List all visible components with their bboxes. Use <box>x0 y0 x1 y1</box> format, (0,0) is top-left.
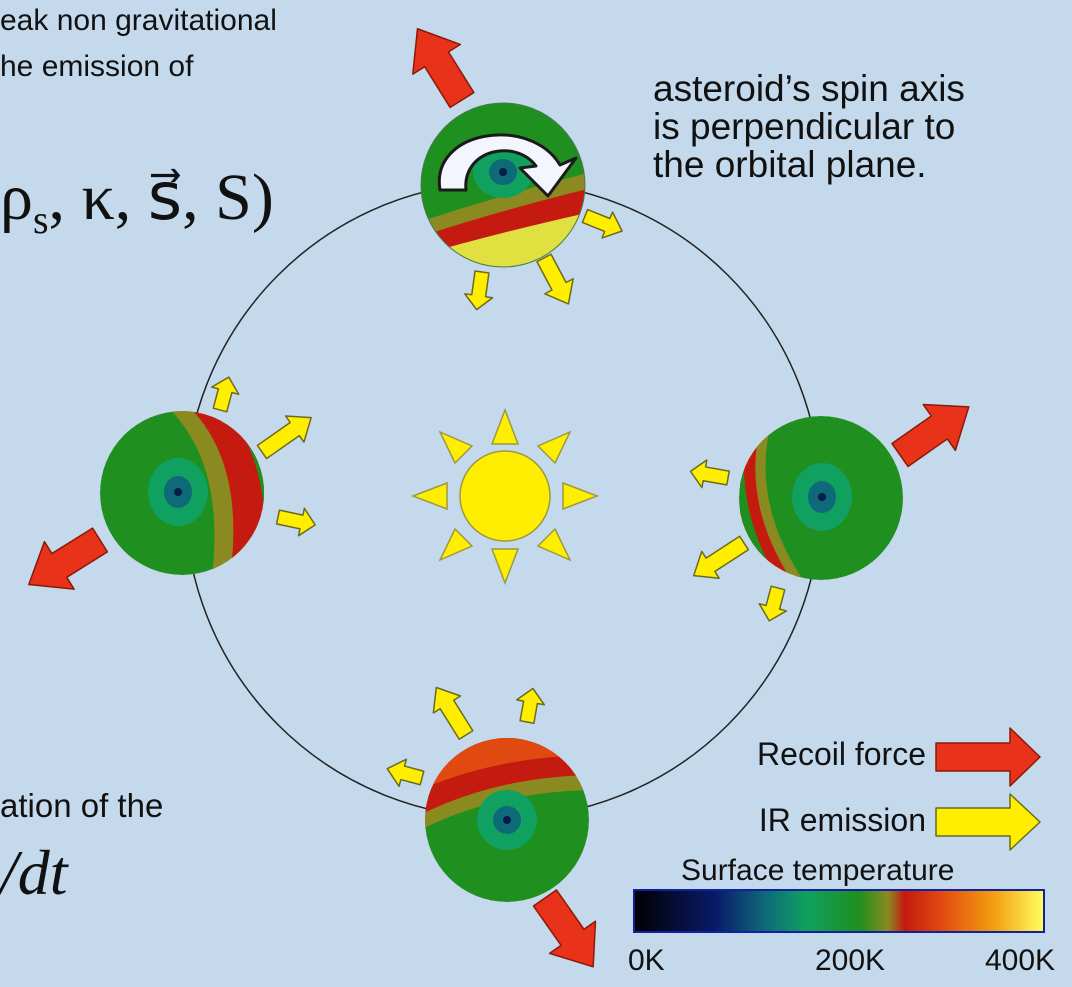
rotation-arrow-icon <box>437 133 578 198</box>
recoil-arrow-top <box>412 28 475 109</box>
recoil-arrow-right <box>891 403 970 468</box>
spin-line-3: the orbital plane. <box>653 144 927 185</box>
recoil-arrow-bottom <box>532 889 597 968</box>
ir-arrow <box>275 507 316 537</box>
asteroid-top <box>421 103 585 267</box>
asteroid-right <box>739 416 903 580</box>
formula: ρs, κ, s⃗, S) <box>0 158 274 243</box>
spin-line-2: is perpendicular to <box>653 106 956 147</box>
formula-rho: ρ <box>0 161 33 234</box>
legend-ir-swatch <box>935 793 1041 851</box>
legend-recoil-label: Recoil force <box>757 736 926 772</box>
legend-temperature-label: Surface temperature <box>681 854 955 887</box>
ir-arrow <box>515 687 546 724</box>
recoil-arrow-left <box>28 527 109 590</box>
colorbar-tick-0k: 0K <box>628 944 665 977</box>
ir-arrow <box>758 585 788 622</box>
legend-ir-label: IR emission <box>758 802 926 838</box>
ir-arrow <box>536 253 574 305</box>
ir-arrow <box>432 686 474 740</box>
bottom-text-line-2: /dt <box>0 837 68 908</box>
ir-arrow <box>256 415 312 460</box>
legend-recoil-swatch <box>935 727 1041 787</box>
bottom-text-line-1: ation of the <box>0 787 164 824</box>
ir-arrow <box>210 376 240 413</box>
sun-icon <box>410 407 600 586</box>
intro-text-line-1: eak non gravitational <box>0 4 277 37</box>
spin-line-1: asteroid’s spin axis <box>653 68 965 109</box>
ir-arrow <box>464 270 494 311</box>
ir-arrow <box>386 758 425 788</box>
colorbar-tick-400k: 400K <box>985 944 1056 977</box>
colorbar-tick-200k: 200K <box>815 944 886 977</box>
asteroid-bottom <box>425 738 589 902</box>
intro-text-line-2: he emission of <box>0 50 194 83</box>
ir-arrow <box>689 459 730 489</box>
formula-rest: , κ, s⃗, S) <box>48 161 274 234</box>
spin-axis-note: asteroid’s spin axis is perpendicular to… <box>653 70 1053 184</box>
formula-subscript: s <box>32 197 49 242</box>
asteroid-left <box>100 411 264 575</box>
temperature-colorbar <box>633 889 1045 933</box>
ir-arrow <box>692 535 750 579</box>
ir-arrow <box>581 208 623 239</box>
